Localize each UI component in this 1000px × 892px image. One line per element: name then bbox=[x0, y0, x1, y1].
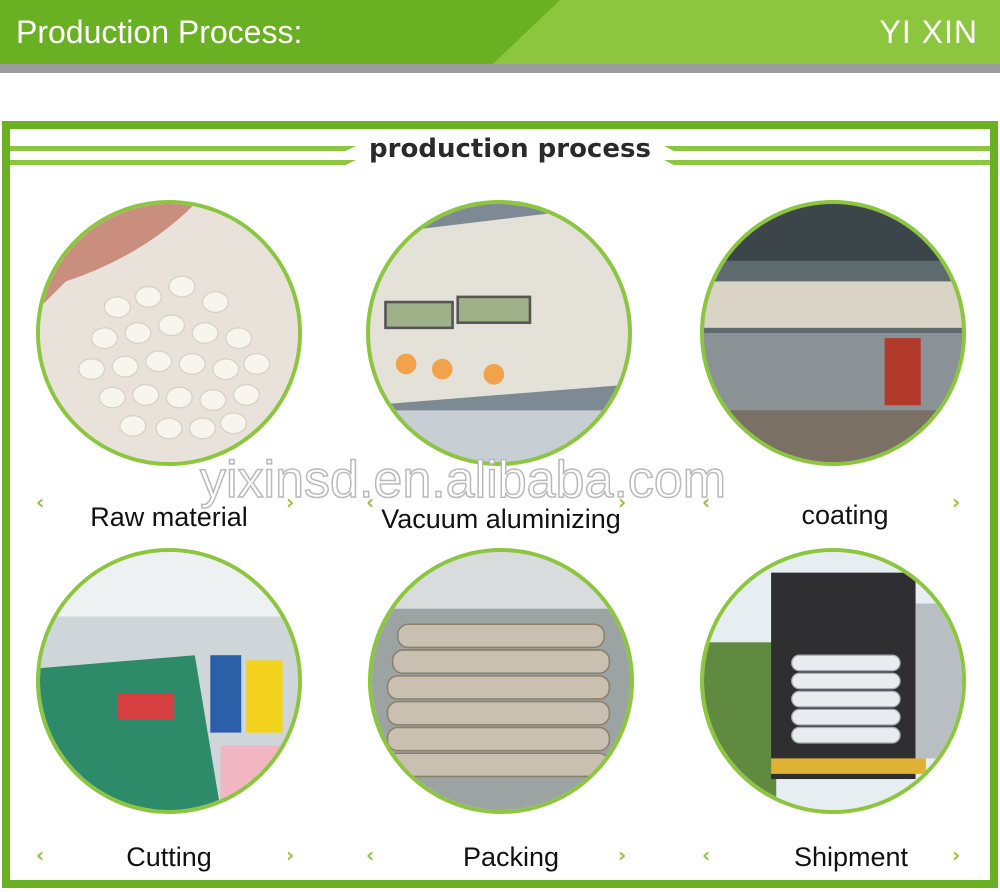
step-label-raw-material: Raw material bbox=[90, 502, 248, 532]
photo-vacuum-aluminizing bbox=[366, 200, 632, 466]
brand-name: YI XIN bbox=[879, 14, 978, 50]
photo-cutting bbox=[36, 548, 302, 814]
heading-rule-right-top bbox=[664, 146, 990, 151]
chevron-right-icon: › bbox=[286, 843, 295, 867]
photo-packing bbox=[368, 548, 634, 814]
chevron-right-icon: › bbox=[618, 843, 627, 867]
chevron-left-icon: ‹ bbox=[366, 843, 375, 867]
chevron-right-icon: › bbox=[952, 843, 961, 867]
header-shadow-bar bbox=[0, 64, 1000, 73]
photo-raw-material bbox=[36, 200, 302, 466]
watermark: yixinsd.en.alibaba.com bbox=[199, 450, 727, 510]
step-label-vacuum-aluminizing: Vacuum aluminizing bbox=[381, 504, 621, 534]
chevron-right-icon: › bbox=[286, 490, 295, 514]
chevron-left-icon: ‹ bbox=[36, 843, 45, 867]
heading-rule-left-top bbox=[10, 146, 356, 151]
chevron-right-icon: › bbox=[618, 490, 627, 514]
chevron-left-icon: ‹ bbox=[366, 490, 375, 514]
heading-rule-right-bottom bbox=[664, 160, 990, 165]
step-label-coating: coating bbox=[801, 500, 889, 530]
photo-coating bbox=[700, 200, 966, 466]
chevron-left-icon: ‹ bbox=[702, 490, 711, 514]
chevron-left-icon: ‹ bbox=[702, 843, 711, 867]
header-banner: Production Process: YI XIN bbox=[0, 0, 1000, 64]
page-title: Production Process: bbox=[16, 14, 303, 50]
photo-shipment bbox=[700, 548, 966, 814]
chevron-right-icon: › bbox=[952, 490, 961, 514]
step-label-cutting: Cutting bbox=[126, 842, 212, 872]
step-label-shipment: Shipment bbox=[793, 842, 909, 872]
heading-rule-left-bottom bbox=[10, 160, 356, 165]
header-banner-dark-shape bbox=[0, 0, 560, 64]
step-label-packing: Packing bbox=[462, 842, 560, 872]
chevron-left-icon: ‹ bbox=[36, 490, 45, 514]
section-heading: production process bbox=[369, 134, 651, 164]
